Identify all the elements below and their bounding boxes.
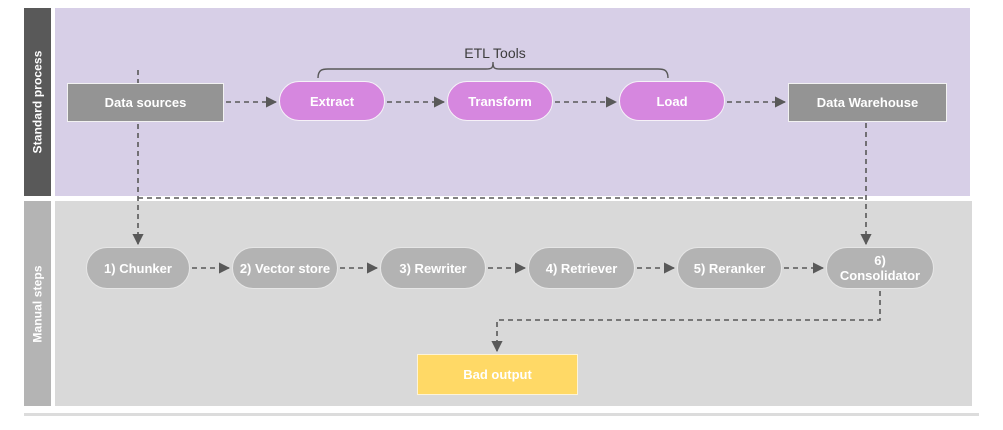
bottom-divider bbox=[24, 413, 979, 416]
node-bad-output[interactable]: Bad output bbox=[417, 354, 578, 395]
lane-header-manual-steps-label: Manual steps bbox=[30, 264, 45, 343]
node-consolidator[interactable]: 6) Consolidator bbox=[826, 247, 934, 289]
node-bad-output-label: Bad output bbox=[463, 367, 532, 382]
lane-header-standard-process: Standard process bbox=[24, 8, 51, 196]
node-vector-store-label: 2) Vector store bbox=[239, 260, 331, 276]
lane-header-standard-process-label: Standard process bbox=[30, 50, 45, 154]
node-data-sources[interactable]: Data sources bbox=[67, 83, 224, 122]
node-extract[interactable]: Extract bbox=[279, 81, 385, 121]
node-reranker-label: 5) Reranker bbox=[693, 260, 766, 276]
node-retriever[interactable]: 4) Retriever bbox=[528, 247, 635, 289]
etl-tools-label: ETL Tools bbox=[464, 45, 526, 61]
node-consolidator-label: 6) Consolidator bbox=[839, 253, 921, 283]
node-data-sources-label: Data sources bbox=[104, 95, 187, 110]
node-vector-store[interactable]: 2) Vector store bbox=[232, 247, 338, 289]
node-transform-label: Transform bbox=[468, 93, 532, 109]
node-retriever-label: 4) Retriever bbox=[545, 260, 618, 276]
node-chunker-label: 1) Chunker bbox=[104, 260, 172, 276]
node-rewriter[interactable]: 3) Rewriter bbox=[380, 247, 486, 289]
node-reranker[interactable]: 5) Reranker bbox=[677, 247, 782, 289]
node-load[interactable]: Load bbox=[619, 81, 725, 121]
node-load-label: Load bbox=[656, 93, 688, 109]
node-data-warehouse-label: Data Warehouse bbox=[816, 95, 919, 110]
node-transform[interactable]: Transform bbox=[447, 81, 553, 121]
node-data-warehouse[interactable]: Data Warehouse bbox=[788, 83, 947, 122]
node-extract-label: Extract bbox=[309, 93, 355, 109]
lane-header-manual-steps: Manual steps bbox=[24, 201, 51, 406]
node-rewriter-label: 3) Rewriter bbox=[399, 260, 467, 276]
node-chunker[interactable]: 1) Chunker bbox=[86, 247, 190, 289]
